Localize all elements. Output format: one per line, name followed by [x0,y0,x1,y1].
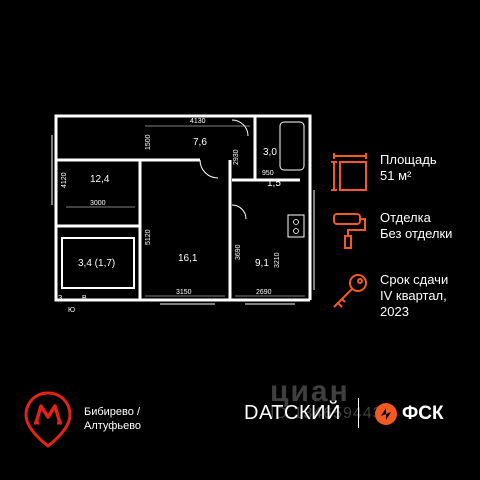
area-info: Площадь 51 м² [330,152,437,192]
paint-roller-icon [333,213,366,249]
dim-2930: 2930 [233,149,240,165]
dim-950: 950 [262,170,274,177]
area-value: 51 м² [380,168,412,183]
developer-name: ФСК [402,403,444,424]
room-area-9-1: 9,1 [255,258,269,269]
compass-east: В [82,295,87,302]
room-area-16-1: 16,1 [178,253,198,264]
fsk-icon [375,403,397,425]
finish-value: Без отделки [380,226,453,241]
room-area-12-4: 12,4 [90,174,110,185]
room-area-3-0: 3,0 [263,147,277,158]
delivery-value-quarter: IV квартал, [380,288,447,303]
compass-west: З [58,295,62,302]
dim-3690: 3690 [235,244,242,260]
dim-3000: 3000 [90,200,106,207]
dim-3150: 3150 [176,289,192,296]
dim-5120: 5120 [145,229,152,245]
delivery-value-year: 2023 [380,304,409,319]
delivery-label: Срок сдачи [380,272,449,287]
metro-station: Бибирево / Алтуфьево [22,390,141,448]
metro-line-2: Алтуфьево [84,420,142,432]
room-area-7-6: 7,6 [193,137,207,148]
brand-logo: DATСКИЙ [244,402,341,424]
brand-divider [358,398,359,428]
area-icon [331,153,367,191]
watermark-id: ID 134659443 [270,405,383,422]
finish-label: Отделка [380,210,431,225]
compass-south: Ю [68,307,75,314]
watermark-logo: циан [270,375,350,408]
room-area-1-5: 1,5 [267,178,281,189]
key-icon [333,274,367,308]
finish-info: Отделка Без отделки [330,210,452,250]
dim-1500: 1500 [145,134,152,150]
area-label: Площадь [380,152,437,167]
metro-line-1: Бибирево / [84,406,140,418]
delivery-info: Срок сдачи IV квартал, 2023 [330,272,448,320]
dim-2690: 2690 [256,289,272,296]
room-area-balcony: 3,4 (1,7) [78,258,115,269]
dim-4120: 4120 [61,172,68,188]
developer-logo: ФСК [374,402,444,426]
metro-icon [24,391,72,448]
watermark: циан ID 134659443 [270,375,383,423]
dim-4130: 4130 [190,118,206,125]
dim-3210: 3210 [274,252,281,268]
